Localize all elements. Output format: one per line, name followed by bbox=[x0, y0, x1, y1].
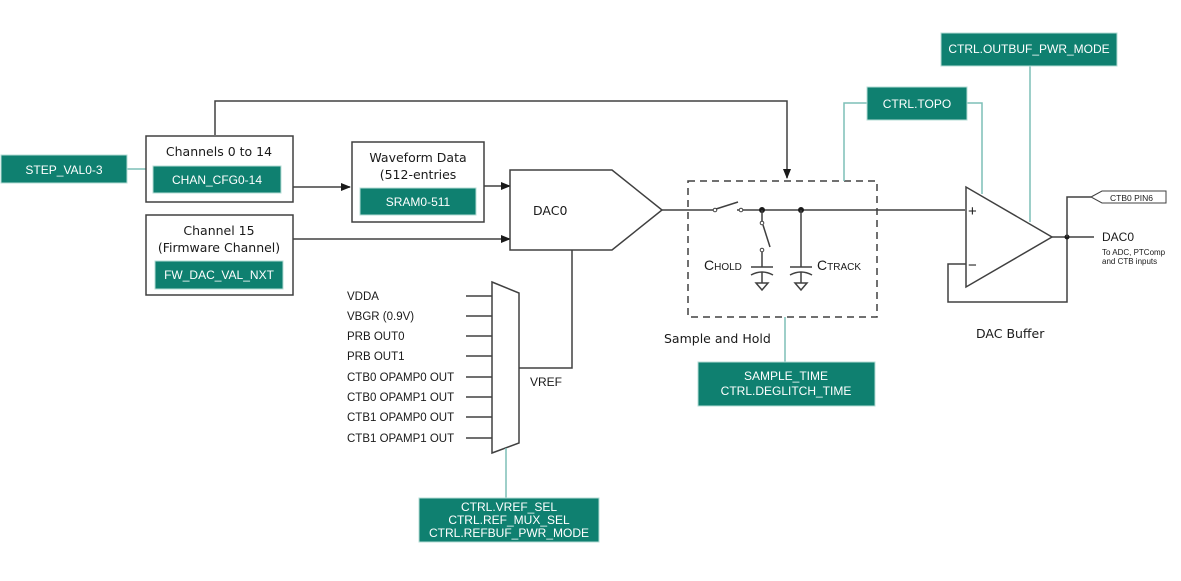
vref-mux bbox=[491, 280, 520, 455]
topo-label: CTRL.TOPO bbox=[883, 97, 951, 111]
vref-control-register bbox=[418, 497, 600, 543]
mux-input-label: CTB1 OPAMP0 OUT bbox=[347, 412, 454, 424]
refbuf-pwr-mode-label: CTRL.REFBUF_PWR_MODE bbox=[429, 526, 589, 540]
topo-control-connector-left bbox=[843, 102, 867, 181]
fw-dac-val-register bbox=[154, 260, 284, 290]
mux-input-label: VDDA bbox=[347, 291, 379, 303]
vref-to-dac-wire bbox=[519, 250, 573, 369]
sample-hold-label: Sample and Hold bbox=[664, 331, 771, 346]
mux-input-label: CTB0 OPAMP0 OUT bbox=[347, 372, 454, 384]
switch-contact bbox=[759, 247, 765, 253]
channel-to-sh-wire bbox=[214, 100, 791, 179]
outbuf-pwr-mode-register bbox=[940, 32, 1118, 67]
switch-contact bbox=[712, 207, 718, 213]
sample-switch bbox=[715, 201, 739, 210]
chan-cfg-register bbox=[152, 165, 282, 194]
fw-dac-val-label: FW_DAC_VAL_NXT bbox=[164, 268, 274, 282]
ref-mux-sel-label: CTRL.REF_MUX_SEL bbox=[448, 513, 570, 527]
deglitch-time-label: CTRL.DEGLITCH_TIME bbox=[721, 384, 852, 398]
sample-time-register bbox=[697, 361, 876, 407]
sram-register bbox=[359, 187, 477, 216]
mux-input-label: VBGR (0.9V) bbox=[347, 311, 414, 323]
opamp-plus: + bbox=[968, 203, 977, 220]
feedback-wire bbox=[947, 237, 1068, 303]
topo-control-connector-right bbox=[967, 102, 983, 194]
topo-register bbox=[866, 86, 968, 121]
hold-switch bbox=[762, 224, 771, 248]
dac-buffer-label: DAC Buffer bbox=[976, 326, 1045, 341]
dac-buffer-opamp bbox=[965, 185, 1054, 289]
vref-sel-label: CTRL.VREF_SEL bbox=[461, 500, 557, 514]
dac0-output-note-1: To ADC, PTComp bbox=[1102, 248, 1166, 257]
dac-block bbox=[509, 169, 664, 251]
step-val-label: STEP_VAL0-3 bbox=[25, 163, 102, 177]
channel-15-sublabel: (Firmware Channel) bbox=[158, 240, 280, 255]
c-hold-label: CHOLD bbox=[704, 257, 742, 273]
c-track-label: CTRACK bbox=[817, 257, 861, 273]
sram-label: SRAM0-511 bbox=[386, 195, 451, 209]
c-hold-capacitor-icon bbox=[750, 266, 774, 292]
c-track-capacitor-icon bbox=[789, 266, 813, 292]
mux-input-label: PRB OUT1 bbox=[347, 351, 405, 363]
ctb0-pin6-label: CTB0 PIN6 bbox=[1110, 193, 1153, 203]
dac0-output-note-2: and CTB inputs bbox=[1102, 257, 1157, 266]
pin-wire bbox=[1066, 196, 1091, 237]
waveform-entries-label: (512-entries bbox=[380, 167, 457, 182]
switch-contact bbox=[759, 220, 765, 226]
channels-0-14-label: Channels 0 to 14 bbox=[166, 144, 272, 159]
ctb0-pin6-connector: CTB0 PIN6 bbox=[1089, 190, 1167, 204]
dac0-output-label: DAC0 bbox=[1102, 230, 1134, 244]
step-val-register bbox=[0, 154, 128, 184]
chan-cfg-label: CHAN_CFG0-14 bbox=[172, 173, 262, 187]
outbuf-pwr-mode-label: CTRL.OUTBUF_PWR_MODE bbox=[948, 42, 1109, 56]
vref-label: VREF bbox=[530, 375, 562, 389]
mux-input-label: PRB OUT0 bbox=[347, 331, 405, 343]
mux-input-label: CTB0 OPAMP1 OUT bbox=[347, 392, 454, 404]
switch-contact bbox=[738, 207, 744, 213]
mux-input-label: CTB1 OPAMP1 OUT bbox=[347, 433, 454, 445]
opamp-minus: − bbox=[968, 257, 977, 274]
channel-15-label: Channel 15 bbox=[183, 223, 254, 238]
waveform-data-label: Waveform Data bbox=[369, 150, 466, 165]
sample-time-label: SAMPLE_TIME bbox=[744, 369, 828, 383]
dac-label: DAC0 bbox=[533, 203, 567, 218]
sample-hold-block bbox=[687, 180, 878, 318]
